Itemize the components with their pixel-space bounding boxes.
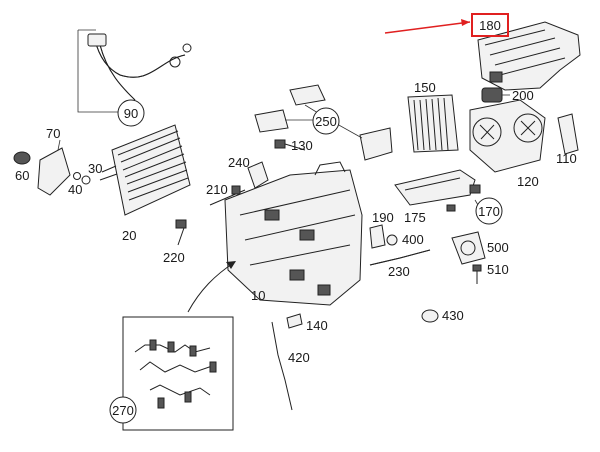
- part-70-plate[interactable]: [37, 147, 71, 196]
- part-120-blower[interactable]: [469, 99, 546, 173]
- callout-210: 210: [206, 182, 228, 197]
- callout-240: 240: [228, 155, 250, 170]
- part-270-harness[interactable]: [134, 339, 217, 409]
- part-270-box: [122, 316, 234, 431]
- part-430-grommet[interactable]: [421, 309, 439, 323]
- part-60-fitting[interactable]: [13, 151, 31, 165]
- callout-510: 510: [487, 262, 509, 277]
- red-arrow: [384, 19, 471, 34]
- callout-150: 150: [414, 80, 436, 95]
- callout-90-circle: [117, 99, 145, 127]
- callout-30: 30: [88, 161, 102, 176]
- callout-500: 500: [487, 240, 509, 255]
- callout-170-circle: [475, 197, 503, 225]
- part-110-bracket[interactable]: [557, 113, 579, 155]
- callout-230: 230: [388, 264, 410, 279]
- callout-250: 250: [315, 114, 337, 129]
- part-20-evaporator[interactable]: [99, 124, 191, 216]
- part-200[interactable]: [481, 87, 503, 103]
- callout-110: 110: [556, 151, 577, 166]
- callout-90: 90: [124, 106, 138, 121]
- callout-250-circle: [312, 107, 340, 135]
- part-190[interactable]: [369, 224, 386, 249]
- callout-200: 200: [512, 88, 534, 103]
- callout-190: 190: [372, 210, 394, 225]
- part-220-sensor[interactable]: [175, 219, 187, 246]
- part-130-bolt[interactable]: [274, 139, 306, 151]
- callout-60: 60: [15, 168, 29, 183]
- callout-170: 170: [478, 204, 500, 219]
- part-170-duct[interactable]: [394, 169, 481, 212]
- part-400[interactable]: [386, 234, 398, 246]
- part-510-bolt[interactable]: [472, 264, 482, 284]
- callout-220: 220: [163, 250, 185, 265]
- part-150-filter[interactable]: [407, 94, 459, 153]
- callout-270: 270: [112, 403, 134, 418]
- part-240-sensor[interactable]: [247, 161, 269, 189]
- part-140-clips[interactable]: [286, 313, 303, 329]
- part-30-ring[interactable]: [81, 175, 91, 185]
- part-90-pipe[interactable]: [87, 33, 192, 101]
- callout-70: 70: [46, 126, 60, 141]
- callout-10: 10: [251, 288, 265, 303]
- part-210-rod[interactable]: [209, 185, 246, 206]
- part-40-ring[interactable]: [73, 172, 81, 180]
- callout-130: 130: [291, 138, 313, 153]
- callout-270-circle: [109, 396, 137, 424]
- part-10-hvac-housing[interactable]: [224, 161, 363, 306]
- callout-400: 400: [402, 232, 424, 247]
- assembly-arrow: [187, 261, 236, 313]
- part-500-motor[interactable]: [451, 231, 486, 265]
- part-250-seals[interactable]: [254, 84, 393, 161]
- part-420-wire[interactable]: [271, 321, 293, 411]
- callout-420: 420: [288, 350, 310, 365]
- callout-20: 20: [122, 228, 136, 243]
- callout-180-highlight-box: [471, 13, 509, 37]
- callout-180: 180: [479, 18, 501, 33]
- part-230-pipe[interactable]: [369, 249, 431, 266]
- callout-40: 40: [68, 182, 82, 197]
- callout-430: 430: [442, 308, 464, 323]
- callout-120: 120: [517, 174, 539, 189]
- callout-140: 140: [306, 318, 328, 333]
- callout-175: 175: [404, 210, 426, 225]
- part-180-housing[interactable]: [477, 21, 581, 91]
